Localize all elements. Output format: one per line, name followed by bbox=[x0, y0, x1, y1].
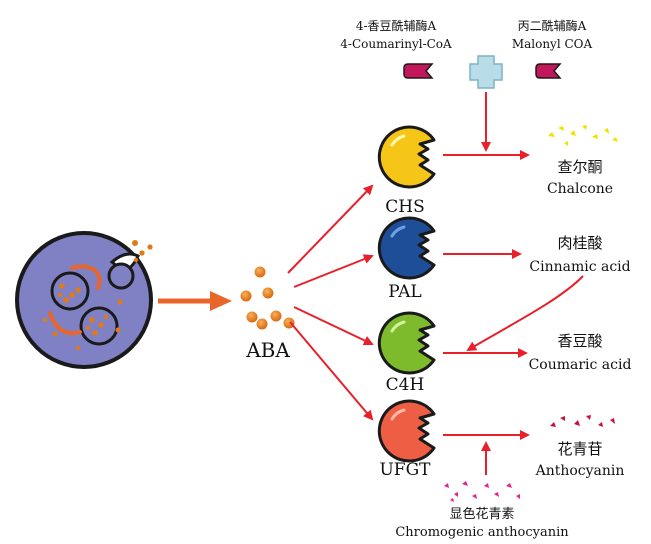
enzyme-label-chs: CHS bbox=[385, 197, 424, 217]
arrow-aba-ufgt bbox=[289, 321, 374, 421]
cell-illustration bbox=[15, 231, 153, 369]
product-en-cinnamic: Cinnamic acid bbox=[529, 259, 630, 275]
aba-to-enzyme-arrows bbox=[287, 184, 374, 421]
coumaroyl-coa-en: 4-Coumarinyl-CoA bbox=[340, 37, 452, 51]
precursor-cn: 显色花青素 bbox=[449, 506, 514, 522]
product-cn-cinnamic: 肉桂酸 bbox=[557, 234, 602, 252]
enzyme-ufgt: UFGT bbox=[377, 399, 436, 480]
product-cn-chalcone: 查尔酮 bbox=[557, 158, 602, 176]
cell-to-aba-arrow bbox=[158, 291, 232, 311]
chalcone-dots bbox=[548, 125, 618, 146]
arrow-aba-c4h bbox=[293, 306, 374, 346]
chromogenic-dots bbox=[444, 481, 520, 502]
arrow-aba-pal bbox=[293, 254, 374, 288]
coumaroyl-coa-cn: 4-香豆酰辅酶A bbox=[356, 18, 437, 33]
precursor-en: Chromogenic anthocyanin bbox=[395, 525, 569, 540]
orange-strand bbox=[70, 264, 102, 290]
enzyme-pal: PAL bbox=[377, 216, 436, 302]
arrow-aba-chs bbox=[287, 184, 374, 274]
malonyl-coa-icon bbox=[535, 63, 562, 79]
release-vesicle bbox=[107, 262, 135, 290]
product-en-anthocyanin: Anthocyanin bbox=[535, 463, 625, 479]
enzyme-label-ufgt: UFGT bbox=[379, 460, 431, 480]
malonyl-coa-cn: 丙二酰辅酶A bbox=[518, 18, 587, 33]
arrow-cinnamic-to-c4h bbox=[466, 275, 584, 352]
enzyme-chs: CHS bbox=[377, 125, 436, 217]
coumaroyl-coa-icon bbox=[403, 63, 434, 79]
product-cn-coumaric: 香豆酸 bbox=[557, 332, 602, 350]
product-en-coumaric: Coumaric acid bbox=[529, 357, 632, 373]
enzyme-label-pal: PAL bbox=[388, 282, 421, 302]
enzyme-c4h: C4H bbox=[377, 311, 436, 395]
malonyl-coa-en: Malonyl COA bbox=[512, 37, 593, 51]
vacuole-top bbox=[50, 271, 90, 311]
anthocyanin-dots bbox=[550, 415, 615, 427]
enzyme-label-c4h: C4H bbox=[386, 375, 425, 395]
aba-label: ABA bbox=[245, 338, 290, 362]
product-cn-anthocyanin: 花青苷 bbox=[557, 440, 602, 458]
aba-molecules bbox=[240, 266, 295, 330]
plus-icon bbox=[469, 55, 503, 89]
product-en-chalcone: Chalcone bbox=[547, 181, 613, 197]
